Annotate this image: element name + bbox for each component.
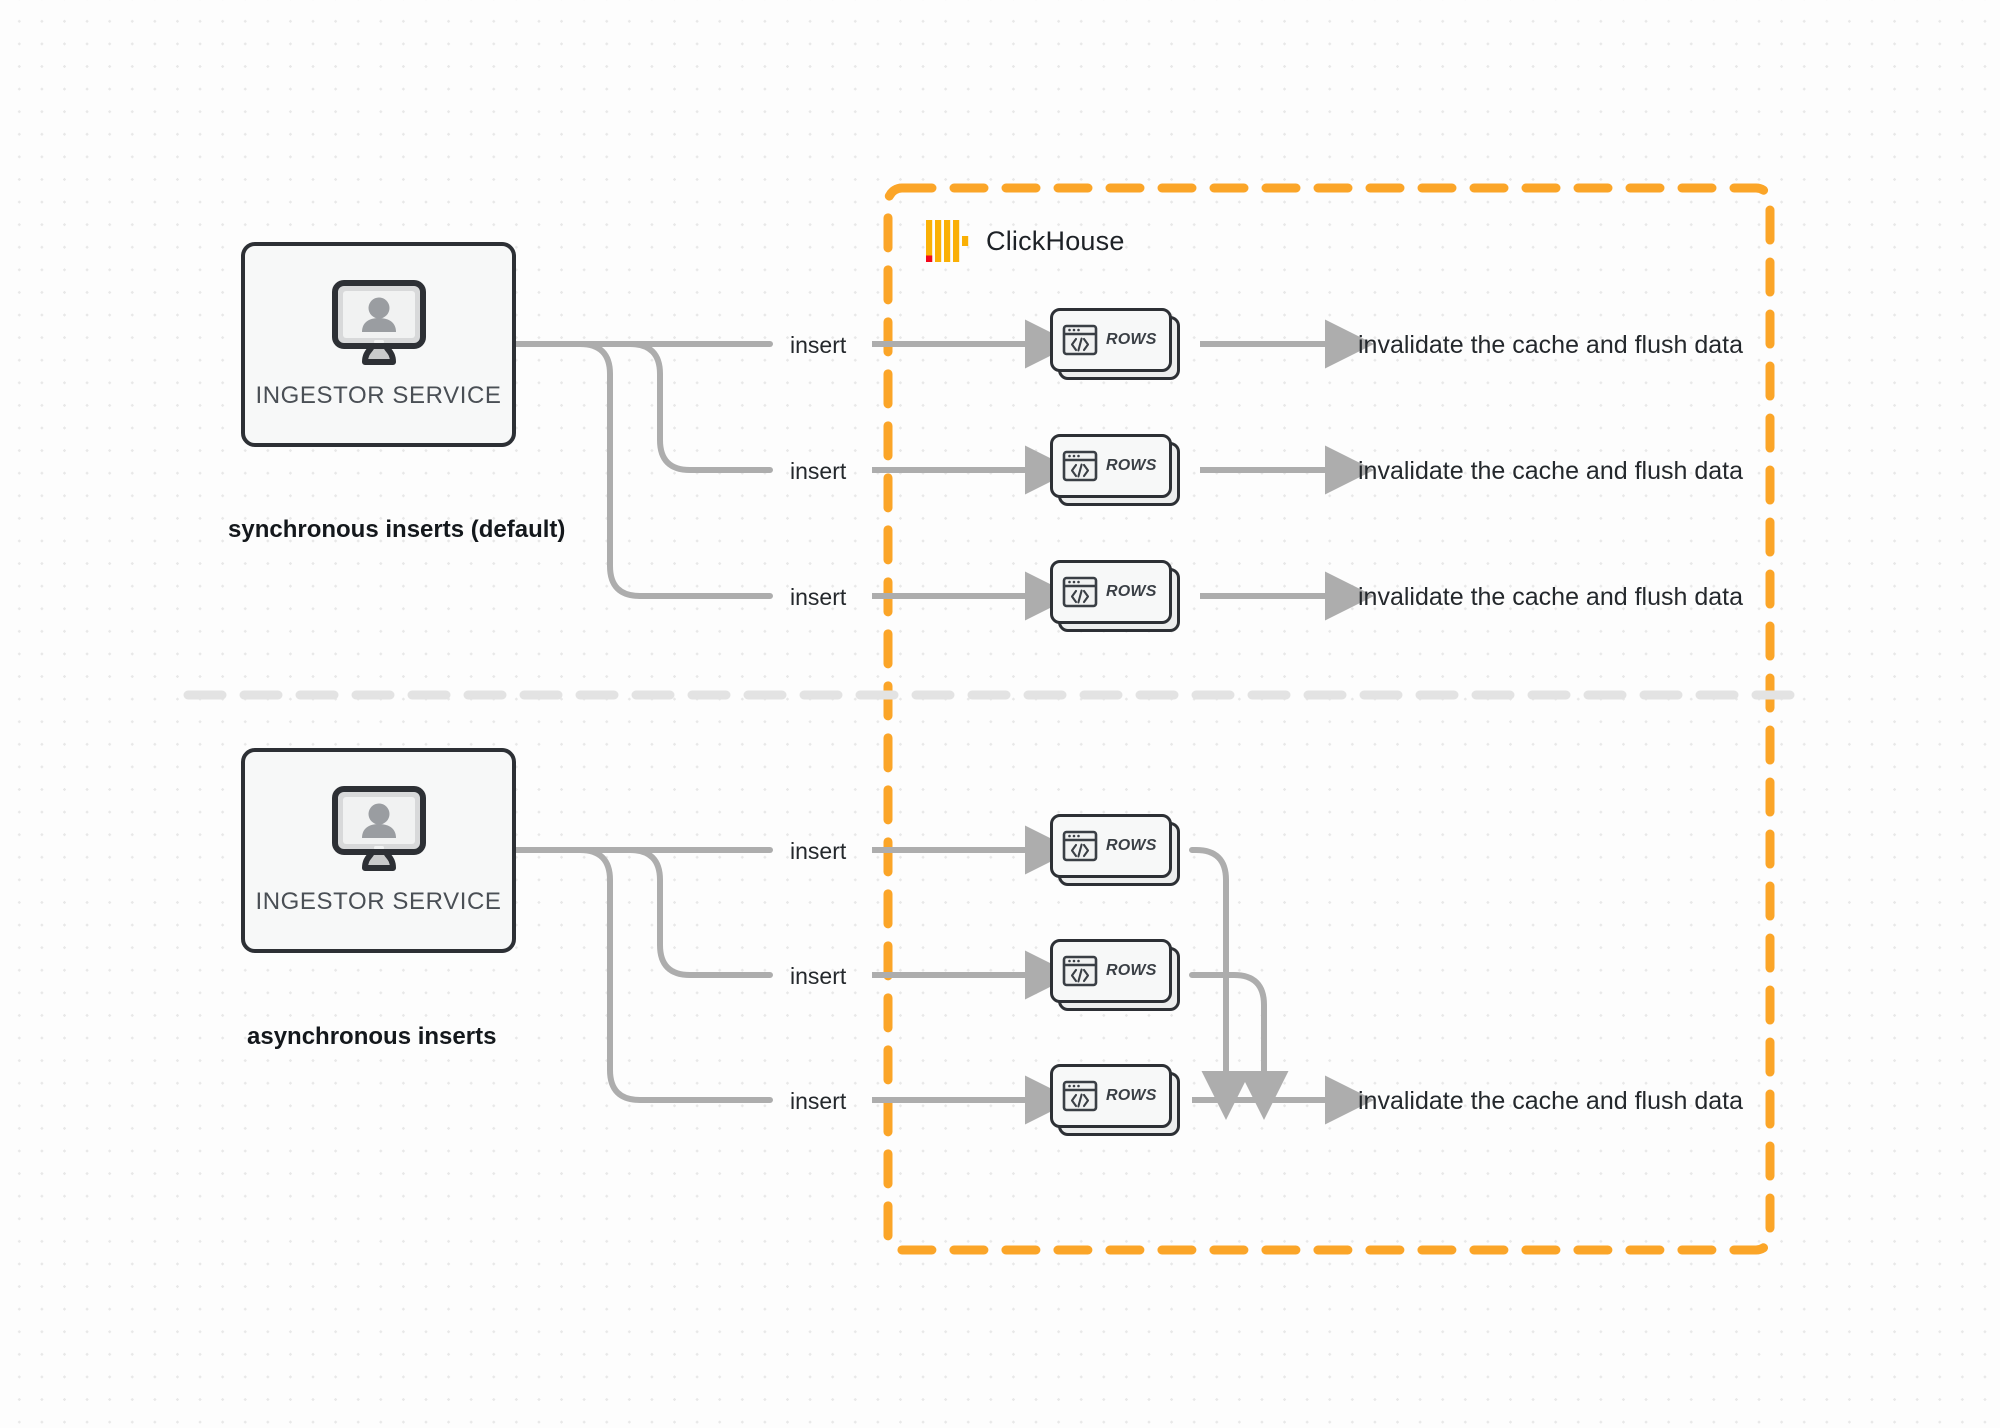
code-window-icon	[1062, 324, 1098, 356]
code-window-icon	[1062, 830, 1098, 862]
rows-label: ROWS	[1106, 331, 1157, 348]
monitor-user-icon	[331, 279, 426, 365]
code-window-icon	[1062, 955, 1098, 987]
rows-node-async-3[interactable]: ROWS	[1050, 1064, 1180, 1136]
edge-label-insert-async-2: insert	[790, 963, 847, 989]
async-connectors	[513, 847, 773, 1103]
clickhouse-label: ClickHouse	[986, 225, 1125, 256]
code-window-icon	[1062, 576, 1098, 608]
output-label-sync-1: invalidate the cache and flush data	[1358, 331, 1743, 359]
rows-label: ROWS	[1106, 457, 1157, 474]
ingestor-service-label-sync: INGESTOR SERVICE	[255, 381, 502, 409]
rows-node-sync-1[interactable]: ROWS	[1050, 308, 1180, 380]
rows-label: ROWS	[1106, 837, 1157, 854]
output-label-async-merged: invalidate the cache and flush data	[1358, 1087, 1743, 1115]
edge-label-insert-sync-2: insert	[790, 458, 847, 484]
edge-label-insert-async-3: insert	[790, 1088, 847, 1114]
rows-label: ROWS	[1106, 962, 1157, 979]
ingestor-service-node-sync[interactable]: INGESTOR SERVICE	[241, 242, 516, 447]
sync-connectors	[513, 341, 773, 599]
rows-label: ROWS	[1106, 1087, 1157, 1104]
monitor-user-icon	[331, 785, 426, 871]
ingestor-service-label-async: INGESTOR SERVICE	[255, 887, 502, 915]
rows-card[interactable]: ROWS	[1050, 939, 1172, 1003]
code-window-icon	[1062, 450, 1098, 482]
rows-card[interactable]: ROWS	[1050, 308, 1172, 372]
rows-card[interactable]: ROWS	[1050, 1064, 1172, 1128]
clickhouse-boundary	[883, 183, 1775, 1255]
async-merge-connectors	[1189, 847, 1289, 1120]
section-label-synchronous: synchronous inserts (default)	[228, 516, 566, 543]
output-label-sync-3: invalidate the cache and flush data	[1358, 583, 1743, 611]
sync-insert-arrows	[872, 319, 1074, 621]
async-insert-arrows	[872, 825, 1074, 1125]
edge-label-insert-async-1: insert	[790, 838, 847, 864]
rows-label: ROWS	[1106, 583, 1157, 600]
rows-node-async-1[interactable]: ROWS	[1050, 814, 1180, 886]
ingestor-service-node-async[interactable]: INGESTOR SERVICE	[241, 748, 516, 953]
rows-node-sync-3[interactable]: ROWS	[1050, 560, 1180, 632]
clickhouse-brand: ClickHouse	[926, 220, 1125, 262]
code-window-icon	[1062, 1080, 1098, 1112]
sync-output-arrows	[1200, 319, 1374, 621]
edge-label-insert-sync-3: insert	[790, 584, 847, 610]
rows-card[interactable]: ROWS	[1050, 814, 1172, 878]
clickhouse-logo-icon	[926, 220, 969, 262]
section-label-asynchronous: asynchronous inserts	[247, 1023, 497, 1050]
rows-card[interactable]: ROWS	[1050, 434, 1172, 498]
rows-card[interactable]: ROWS	[1050, 560, 1172, 624]
rows-node-async-2[interactable]: ROWS	[1050, 939, 1180, 1011]
rows-node-sync-2[interactable]: ROWS	[1050, 434, 1180, 506]
edge-label-insert-sync-1: insert	[790, 332, 847, 358]
output-label-sync-2: invalidate the cache and flush data	[1358, 457, 1743, 485]
